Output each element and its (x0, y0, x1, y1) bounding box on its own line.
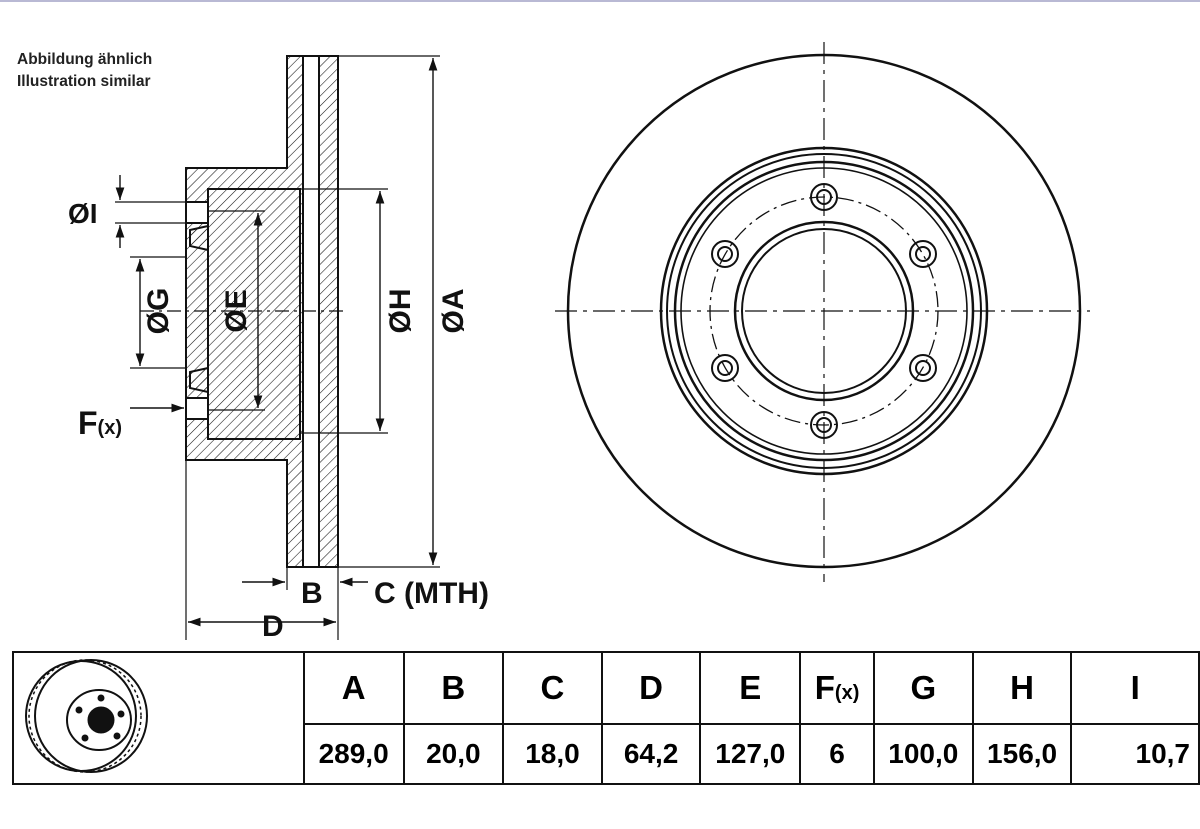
illustration-note-en: Illustration similar (17, 73, 151, 90)
illustration-note-de: Abbildung ähnlich (17, 51, 153, 68)
front-centerlines (555, 42, 1090, 582)
value-g: 100,0 (872, 723, 974, 785)
header-g: G (872, 651, 974, 725)
label-dia-i: ØI (68, 198, 98, 229)
bolt-hole-top (185, 201, 209, 224)
value-b: 20,0 (402, 723, 505, 785)
value-d: 64,2 (600, 723, 702, 785)
value-h: 156,0 (971, 723, 1073, 785)
header-d: D (600, 651, 702, 725)
header-b: B (402, 651, 505, 725)
thumbnail-spacer (163, 651, 305, 785)
dimension-lines (115, 57, 438, 627)
disc-thumbnail-icon (24, 659, 148, 773)
header-h: H (971, 651, 1073, 725)
header-i: I (1070, 651, 1200, 725)
label-c: C (MTH) (374, 577, 489, 610)
header-e: E (699, 651, 802, 725)
label-f: F(x) (78, 405, 122, 441)
disc-thumbnail-cell (12, 651, 164, 785)
value-a: 289,0 (302, 723, 405, 785)
value-e: 127,0 (699, 723, 802, 785)
header-a: A (302, 651, 405, 725)
header-f: F(x) (799, 651, 875, 725)
brake-disc-drawing: ØA ØH ØE ØG ØI F(x) B C (MTH) D (68, 42, 1090, 643)
header-c: C (502, 651, 603, 725)
extension-lines (115, 55, 440, 640)
bolt-hole-bottom (185, 397, 209, 420)
label-d: D (262, 610, 284, 643)
label-dia-e: ØE (220, 289, 253, 332)
label-b: B (301, 577, 323, 610)
value-f: 6 (799, 723, 875, 785)
value-c: 18,0 (502, 723, 603, 785)
value-i: 10,7 (1070, 723, 1200, 785)
label-dia-g: ØG (142, 288, 175, 335)
label-dia-h: ØH (384, 289, 417, 334)
spec-table: A B C D E F(x) G H I 289,0 20,0 18,0 64,… (12, 651, 1200, 785)
label-dia-a: ØA (437, 289, 470, 334)
